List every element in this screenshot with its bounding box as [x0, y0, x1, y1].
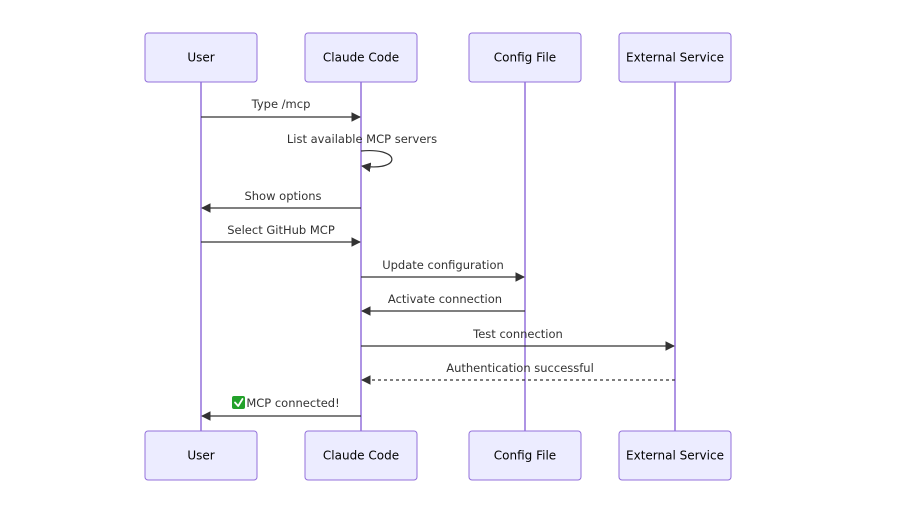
actor-user-top-label: User — [187, 51, 214, 65]
message-list-mcp-servers-label: List available MCP servers — [287, 132, 437, 146]
message-authentication-successful-label: Authentication successful — [446, 361, 594, 375]
actor-user-bottom: User — [144, 430, 258, 481]
message-update-configuration: Update configuration — [361, 258, 525, 282]
actor-config-file-top-label: Config File — [494, 51, 556, 65]
actor-claude-code-bottom: Claude Code — [304, 430, 418, 481]
message-list-mcp-servers-arrow — [360, 149, 393, 173]
actor-config-file-bottom-label: Config File — [494, 449, 556, 463]
message-type-mcp-label: Type /mcp — [251, 97, 311, 111]
message-type-mcp: Type /mcp — [201, 97, 361, 122]
message-select-github-mcp-label: Select GitHub MCP — [227, 223, 335, 237]
actor-external-service-top: External Service — [618, 32, 732, 83]
message-authentication-successful: Authentication successful — [361, 361, 675, 385]
actor-claude-code-bottom-label: Claude Code — [323, 449, 399, 463]
message-update-configuration-label: Update configuration — [382, 258, 504, 272]
message-test-connection: Test connection — [361, 327, 675, 351]
actor-config-file-top: Config File — [468, 32, 582, 83]
message-list-mcp-servers: List available MCP servers — [287, 132, 437, 173]
message-show-options-label: Show options — [244, 189, 321, 203]
message-test-connection-label: Test connection — [472, 327, 563, 341]
message-activate-connection-label: Activate connection — [388, 292, 502, 306]
message-select-github-mcp: Select GitHub MCP — [201, 223, 361, 247]
actor-claude-code-top-label: Claude Code — [323, 51, 399, 65]
message-activate-connection: Activate connection — [361, 292, 525, 316]
actor-external-service-top-label: External Service — [626, 51, 724, 65]
check-mark-icon — [232, 396, 245, 409]
actor-claude-code-top: Claude Code — [304, 32, 418, 83]
message-show-options: Show options — [201, 189, 361, 213]
actor-config-file-bottom: Config File — [468, 430, 582, 481]
actor-user-top: User — [144, 32, 258, 83]
message-mcp-connected: MCP connected! — [201, 396, 361, 421]
actor-user-bottom-label: User — [187, 449, 214, 463]
actor-external-service-bottom: External Service — [618, 430, 732, 481]
actor-external-service-bottom-label: External Service — [626, 449, 724, 463]
message-mcp-connected-label: MCP connected! — [246, 396, 339, 410]
